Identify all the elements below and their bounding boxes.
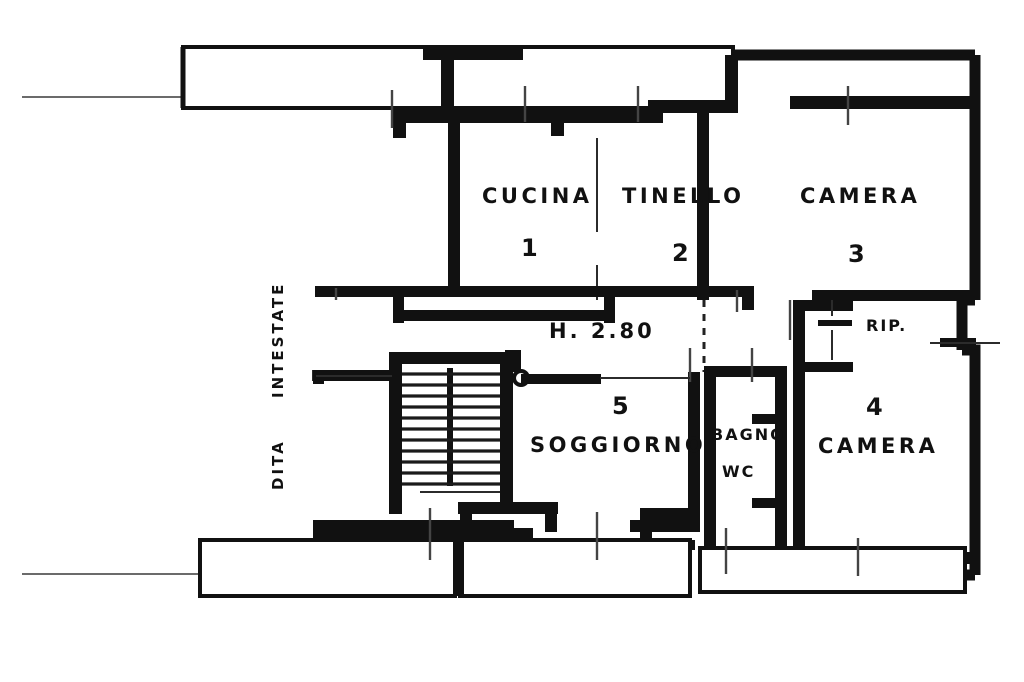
room-number-camera-3: 3	[848, 240, 866, 268]
room-labels: CUCINA 1 TINELLO 2 CAMERA 3 SOGGIORNO 5 …	[482, 184, 938, 458]
staircase	[389, 350, 530, 514]
vertical-side-annotation: INTESTATE DITA	[269, 282, 287, 490]
camera4-walls	[793, 362, 975, 564]
room-number-tinello: 2	[672, 239, 690, 267]
room-label-camera-3: CAMERA	[800, 184, 920, 208]
balcony-bottom-right	[455, 538, 692, 598]
balcony-bottom-far-right	[698, 546, 967, 594]
bagno-wc-walls	[704, 366, 788, 567]
room-label-ripostiglio: RIP.	[866, 316, 907, 335]
stair-treads	[402, 372, 500, 486]
balcony-top	[180, 45, 735, 110]
room-label-soggiorno: SOGGIORNO	[530, 433, 706, 457]
vertical-label-intestate: INTESTATE	[269, 282, 287, 398]
misc-wall-details	[313, 370, 690, 384]
exterior-walls	[733, 49, 981, 581]
interior-partitions-upper	[448, 110, 709, 300]
room-label-camera-4: CAMERA	[818, 434, 938, 458]
room-label-tinello: TINELLO	[622, 184, 744, 208]
service-room-labels: BAGNO WC RIP.	[711, 316, 907, 481]
room-number-camera-4: 4	[866, 393, 884, 421]
vertical-label-dita: DITA	[269, 439, 287, 490]
room-label-bagno: BAGNO	[711, 425, 786, 444]
room-label-cucina: CUCINA	[482, 184, 593, 208]
room-label-wc: WC	[722, 462, 755, 481]
interior-walls-top	[393, 55, 975, 138]
room-number-cucina: 1	[521, 234, 539, 262]
opening-marks	[334, 86, 860, 576]
room-number-soggiorno: 5	[612, 392, 630, 420]
interior-wall-mid	[315, 286, 975, 323]
balcony-bottom-left	[198, 538, 457, 598]
height-annotation: H. 2.80	[549, 319, 655, 343]
ceiling-height-note: H. 2.80	[549, 319, 655, 343]
ripostiglio-walls	[793, 300, 1000, 370]
